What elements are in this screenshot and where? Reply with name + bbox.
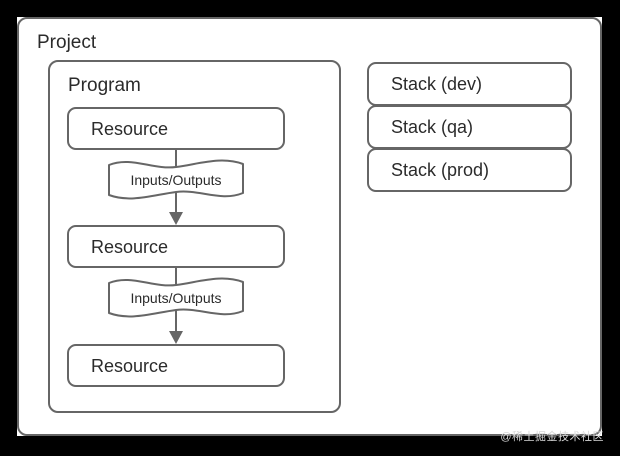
connector-1-wave[interactable]: Inputs/Outputs: [107, 159, 245, 201]
watermark: @稀土掘金技术社区: [500, 431, 604, 443]
node-resource-2[interactable]: Resource: [67, 225, 285, 268]
node-stack-dev-label: Stack (dev): [391, 74, 483, 94]
node-resource-2-label: Resource: [91, 236, 169, 257]
node-stack-dev[interactable]: Stack (dev): [367, 62, 572, 106]
wave-shape-icon: [108, 277, 244, 318]
node-resource-3-label: Resource: [91, 355, 169, 376]
connector-1-label: Inputs/Outputs: [130, 172, 222, 188]
node-resource-3[interactable]: Resource: [67, 344, 285, 387]
node-stack-prod[interactable]: Stack (prod): [367, 148, 572, 192]
wave-shape-icon: [108, 159, 244, 200]
node-stack-qa-label: Stack (qa): [391, 117, 474, 137]
group-project-title: Project: [37, 32, 97, 53]
node-stack-prod-label: Stack (prod): [391, 160, 490, 180]
node-stack-qa[interactable]: Stack (qa): [367, 105, 572, 149]
node-resource-1-label: Resource: [91, 118, 169, 139]
node-resource-1[interactable]: Resource: [67, 107, 285, 150]
connector-2-wave[interactable]: Inputs/Outputs: [107, 277, 245, 319]
group-program-title: Program: [68, 75, 141, 96]
connector-2-label: Inputs/Outputs: [130, 290, 222, 306]
